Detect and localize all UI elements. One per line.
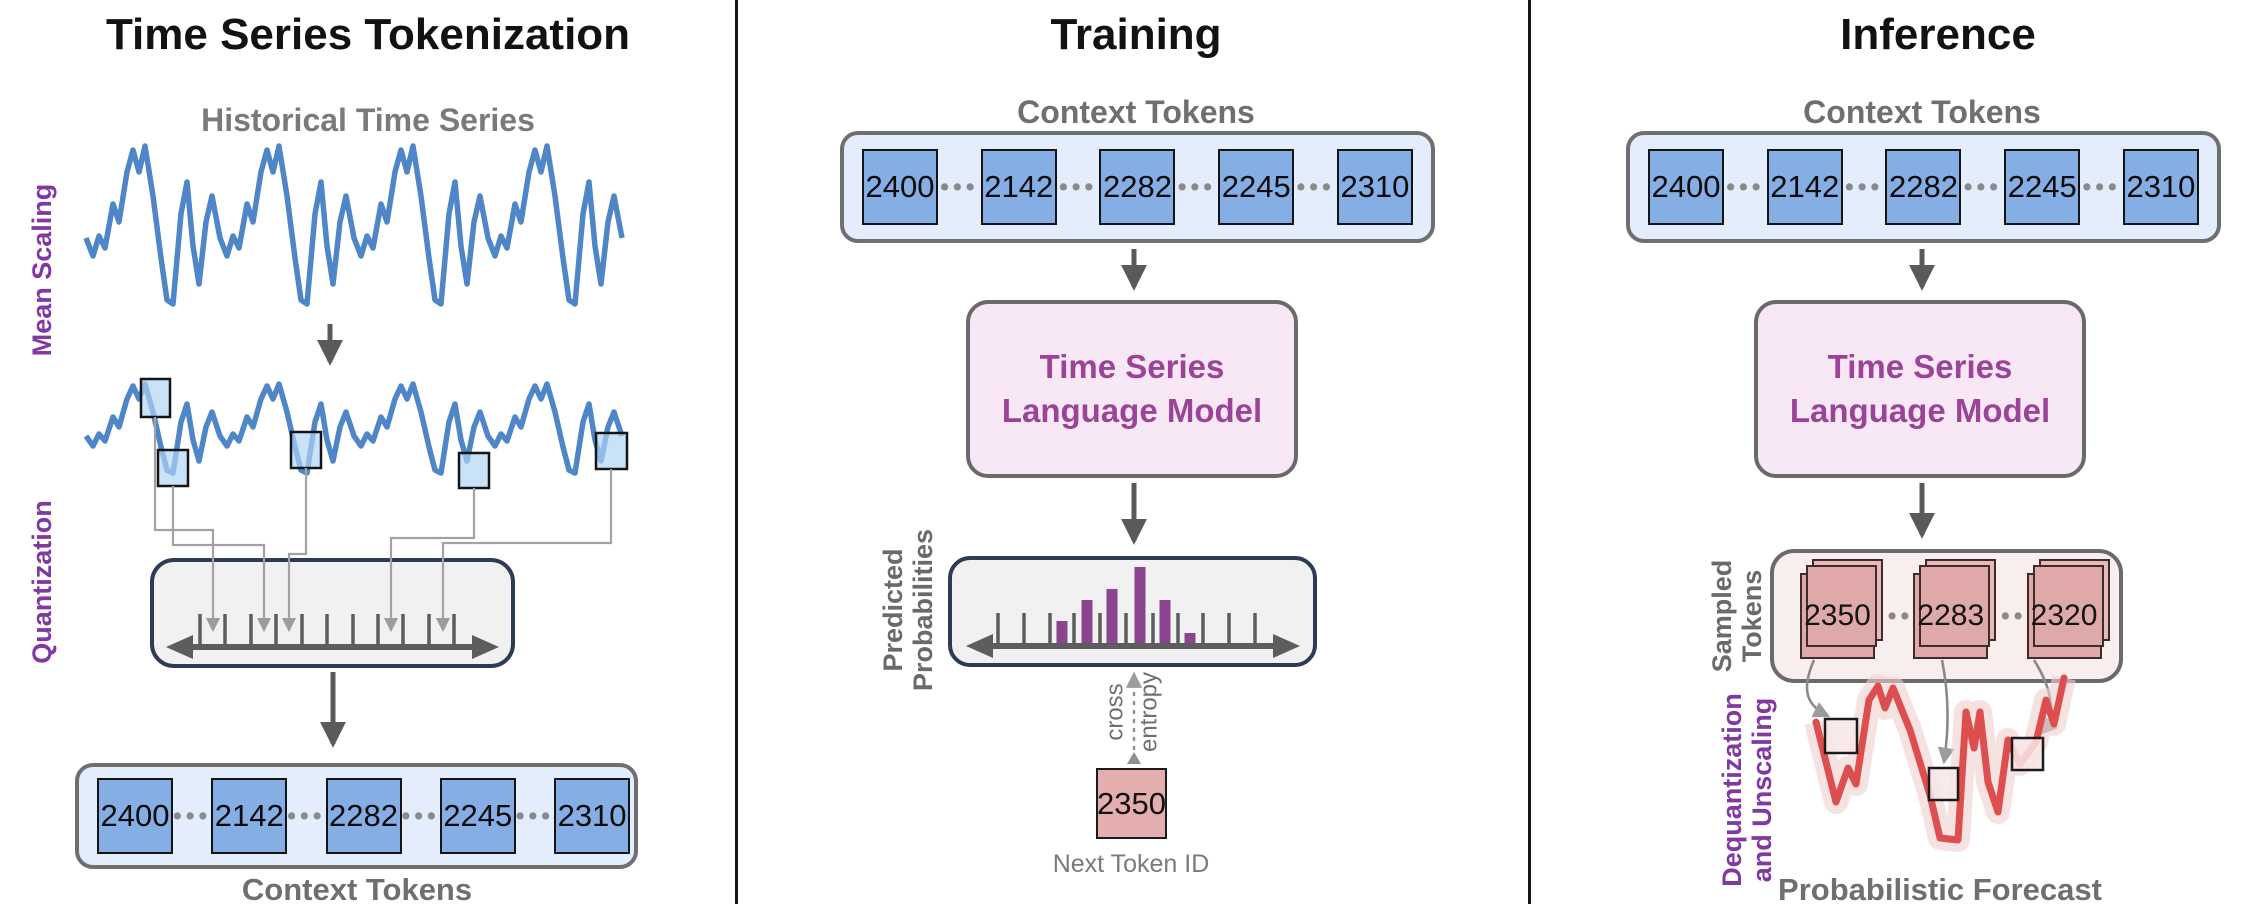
context-tokens-container-tokenization: 2400 ••• 2142 ••• 2282 ••• 2245 ••• 2310 <box>75 763 638 869</box>
dequantization-unscaling-label: Dequantization and Unscaling <box>1716 693 1777 887</box>
context-token: 2245 <box>439 778 516 854</box>
context-tokens-label-tokenization: Context Tokens <box>241 872 473 907</box>
time-series-language-model-box-inference: Time Series Language Model <box>1754 300 2086 478</box>
quantization-box <box>150 558 515 668</box>
ellipsis-dots: ••• <box>515 801 555 830</box>
token-highlight-boxes <box>139 377 629 490</box>
ellipsis-dots: ••• <box>287 801 326 830</box>
context-tokens-label-training: Context Tokens <box>1017 94 1255 130</box>
context-token: 2310 <box>1336 149 1413 225</box>
forecast-uncertainty-band <box>1804 674 2076 852</box>
sampled-tokens-label: Sampled Tokens <box>1706 559 1767 673</box>
context-token: 2142 <box>1766 149 1843 225</box>
ellipsis-dots: ••• <box>401 801 440 830</box>
sampled-token-card: 2320 <box>2026 559 2110 659</box>
predicted-probabilities-label: Predicted Probabilities <box>877 528 938 692</box>
ellipsis-dots: ••• <box>1177 172 1216 201</box>
model-label-line1: Time Series <box>1827 348 2013 386</box>
forecast-median-line <box>1812 674 2068 844</box>
context-token: 2142 <box>980 149 1057 225</box>
model-label-line2: Language Model <box>1001 392 1263 429</box>
context-token: 2400 <box>862 149 938 225</box>
ellipsis-dots: ••• <box>2082 172 2121 201</box>
inference-title: Inference <box>1840 10 2036 59</box>
panel-divider-right <box>1528 0 1531 904</box>
context-token: 2400 <box>1648 149 1724 225</box>
time-series-language-model-box-training: Time Series Language Model <box>966 300 1298 478</box>
sampled-token-card: 2350 <box>1800 559 1883 659</box>
context-token: 2310 <box>554 778 631 854</box>
context-token: 2310 <box>2122 149 2199 225</box>
ellipsis-dots: ••• <box>173 801 212 830</box>
quantization-label: Quantization <box>26 500 57 664</box>
scaled-time-series-line <box>83 381 625 476</box>
model-label-line2: Language Model <box>1789 392 2051 429</box>
probabilistic-forecast-label: Probabilistic Forecast <box>1778 872 2102 907</box>
tokenization-title: Time Series Tokenization <box>105 10 631 59</box>
model-label-line1: Time Series <box>1039 348 1225 386</box>
ellipsis-dots: ••• <box>940 172 979 201</box>
context-token: 2245 <box>1218 149 1295 225</box>
ellipsis-dots: ••• <box>1058 172 1098 201</box>
context-token: 2245 <box>2004 149 2081 225</box>
forecast-token-squares <box>1823 717 2045 802</box>
context-tokens-container-inference: 2400 ••• 2142 ••• 2282 ••• 2245 ••• 2310 <box>1626 131 2221 243</box>
context-token: 2282 <box>325 778 402 854</box>
cross-entropy-label-line2: entropy <box>1135 671 1163 753</box>
historical-series-label: Historical Time Series <box>201 102 535 138</box>
context-token: 2400 <box>97 778 173 854</box>
context-token: 2142 <box>211 778 288 854</box>
mean-scaling-label: Mean Scaling <box>26 183 57 357</box>
ellipsis-dots: ••• <box>1844 172 1884 201</box>
next-token-id-label: Next Token ID <box>1052 850 1210 878</box>
next-token-id-box: 2350 <box>1096 768 1167 839</box>
context-token: 2282 <box>1099 149 1176 225</box>
context-tokens-label-inference: Context Tokens <box>1803 94 2041 130</box>
cross-entropy-arrowhead-bottom <box>1127 752 1141 764</box>
panel-divider-left <box>735 0 738 904</box>
training-title: Training <box>1050 10 1222 59</box>
context-token: 2282 <box>1885 149 1962 225</box>
ellipsis-dots: ••• <box>1726 172 1765 201</box>
cross-entropy-label-line1: cross <box>1101 683 1129 741</box>
context-tokens-container-training: 2400 ••• 2142 ••• 2282 ••• 2245 ••• 2310 <box>840 131 1435 243</box>
ellipsis-dots: ••• <box>1296 172 1335 201</box>
historical-time-series-line <box>83 143 625 307</box>
ellipsis-dots: ••• <box>1963 172 2002 201</box>
sampled-token-card: 2283 <box>1913 559 1997 659</box>
predicted-probabilities-box <box>948 556 1317 667</box>
sampled-tokens-container: 2350 ••• 2283 ••• 2320 <box>1770 549 2123 683</box>
